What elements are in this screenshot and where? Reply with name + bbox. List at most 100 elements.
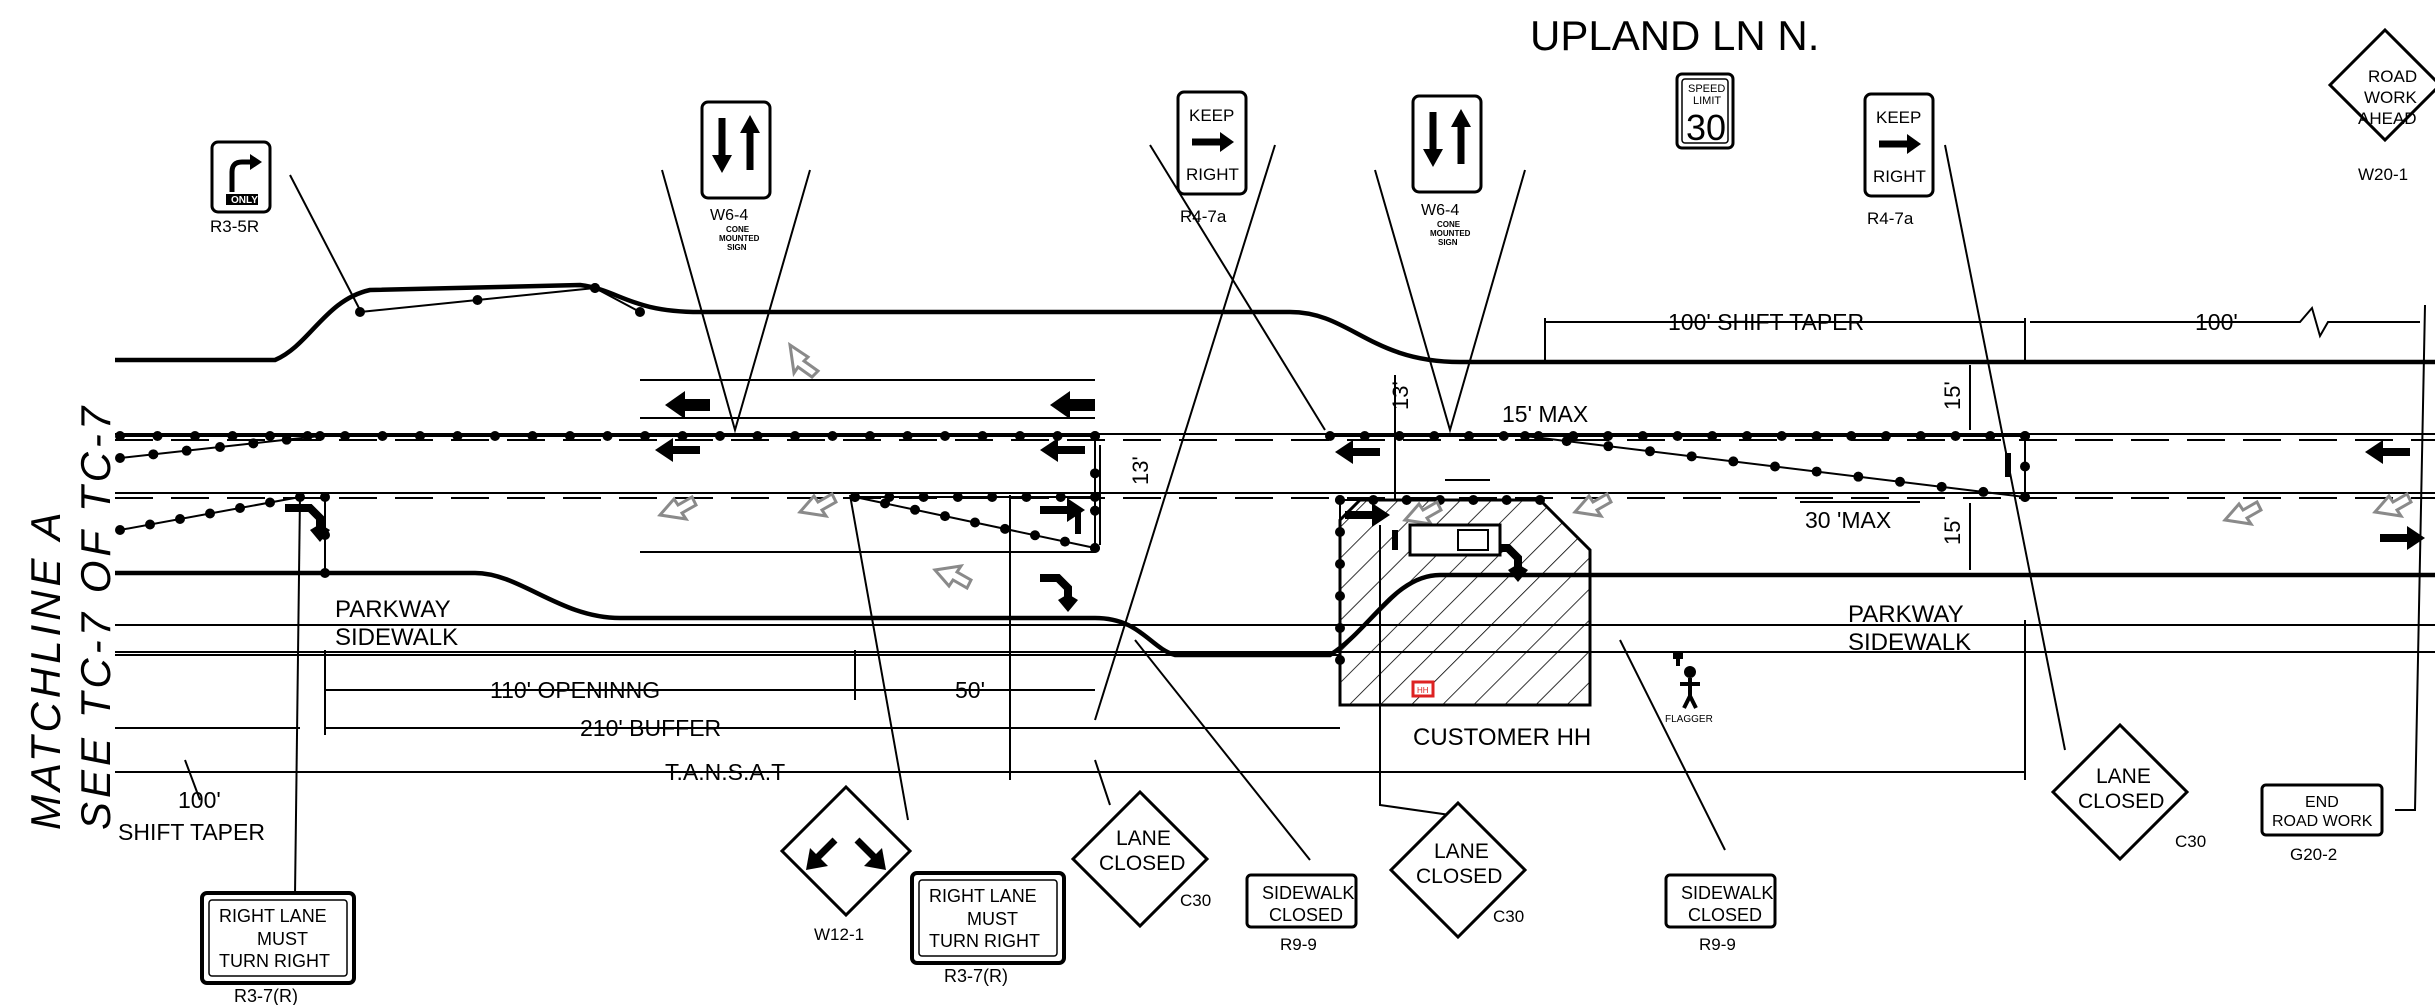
channelizer-dot bbox=[490, 431, 500, 441]
channelizer-dot bbox=[248, 438, 259, 449]
channelizer-dot bbox=[145, 519, 155, 530]
r4-7a-left-sign bbox=[1176, 90, 1248, 196]
r3-7r-right-line1: RIGHT LANE bbox=[929, 886, 1037, 906]
r4-7a-right-bottom: RIGHT bbox=[1873, 167, 1926, 186]
channelizer-dot bbox=[452, 431, 463, 441]
r9-9-b-line1: SIDEWALK bbox=[1681, 883, 1773, 903]
channelizer-dot bbox=[377, 431, 388, 441]
channelizer-dot bbox=[1394, 431, 1405, 441]
c30-a-line2: CLOSED bbox=[1099, 852, 1185, 875]
channelizer-dot bbox=[175, 514, 185, 524]
channelizer-dot bbox=[472, 295, 483, 305]
channelizer-dot bbox=[910, 504, 920, 515]
channelizer-dot bbox=[677, 431, 688, 441]
channelizer-dot bbox=[1895, 476, 1905, 487]
c30-c-line1: LANE bbox=[2096, 765, 2151, 788]
barrier-marker bbox=[1075, 510, 1081, 534]
fifty-label: 50' bbox=[955, 677, 985, 703]
r3-7r-left-line1: RIGHT LANE bbox=[219, 906, 327, 926]
c30-b-code: C30 bbox=[1493, 907, 1524, 926]
channelizer-dot bbox=[1853, 471, 1864, 482]
channelizer-dot bbox=[940, 511, 950, 522]
run-100-label: 100' bbox=[2195, 309, 2238, 335]
r3-5r-code: R3-5R bbox=[210, 217, 259, 236]
channelizer-dot bbox=[1090, 431, 1100, 441]
channelizer-dot bbox=[565, 431, 575, 441]
w6-4-left-code: W6-4 bbox=[710, 207, 748, 224]
sidewalk-left-label: SIDEWALK bbox=[335, 624, 458, 651]
channelizer-dot bbox=[1978, 486, 1989, 497]
channelizer-dot bbox=[1090, 543, 1100, 553]
channelizer-dot bbox=[1686, 451, 1697, 462]
channelizer-dot bbox=[1325, 431, 1335, 441]
g20-2-line2: ROAD WORK bbox=[2272, 813, 2373, 830]
channelizer-dot bbox=[1603, 431, 1613, 441]
c30-a-code: C30 bbox=[1180, 891, 1211, 910]
channelizer-dot bbox=[181, 445, 192, 456]
channelizer-dot bbox=[281, 434, 292, 445]
r9-9-sign-b bbox=[1664, 873, 1777, 929]
channelizer-dot bbox=[790, 431, 800, 441]
r3-7r-right-line2: MUST bbox=[967, 909, 1018, 929]
r9-9-a-code: R9-9 bbox=[1280, 935, 1317, 954]
channelizer-dot bbox=[640, 431, 650, 441]
w20-1-line3: AHEAD bbox=[2358, 109, 2417, 128]
r9-9-sign-a bbox=[1245, 873, 1358, 929]
c30-sign-b bbox=[1388, 800, 1528, 940]
channelizer-dot bbox=[152, 431, 163, 441]
channelizer-dot bbox=[1846, 431, 1857, 441]
channelizer-dot bbox=[1498, 431, 1509, 441]
channelizer-dot bbox=[1881, 431, 1891, 441]
speed-limit-mid: LIMIT bbox=[1693, 95, 1721, 107]
channelizer-dot bbox=[1401, 495, 1412, 505]
channelizer-dot bbox=[635, 307, 645, 317]
channelizer-dot bbox=[215, 442, 225, 452]
matchline-reference: SEE TC-7 OF TC-7 bbox=[72, 403, 119, 830]
speed-limit-sign bbox=[1675, 72, 1735, 150]
channelizer-dot bbox=[2020, 492, 2030, 502]
channelizer-dot bbox=[355, 307, 365, 317]
channelizer-dot bbox=[752, 431, 763, 441]
channelizer-dot bbox=[2020, 431, 2030, 441]
w12-1-code: W12-1 bbox=[814, 925, 864, 944]
channelizer-dot bbox=[590, 283, 600, 293]
barrier-marker bbox=[2005, 453, 2011, 477]
r9-9-b-line2: CLOSED bbox=[1688, 905, 1762, 925]
channelizer-dot bbox=[1335, 527, 1345, 537]
channelizer-dot bbox=[1776, 431, 1787, 441]
handhole-marker bbox=[1411, 680, 1435, 698]
w6-4-right-note: SIGN bbox=[1438, 238, 1458, 247]
tansat-label: T.A.N.S.A.T bbox=[665, 759, 785, 785]
parkway-left-label: PARKWAY bbox=[335, 596, 451, 623]
r4-7a-right-sign bbox=[1863, 92, 1935, 198]
d15-b-label: 15' bbox=[1940, 516, 1965, 545]
channelizer-dot bbox=[1637, 431, 1648, 441]
r3-5r-sign: ONLY bbox=[210, 140, 272, 214]
channelizer-dot bbox=[1468, 495, 1479, 505]
channelizer-dot bbox=[1728, 456, 1739, 467]
d13-b-label: 13' bbox=[1128, 456, 1153, 485]
pavement-arrows bbox=[285, 341, 2425, 612]
buffer-label: 210' BUFFER bbox=[580, 715, 721, 741]
r9-9-a-line1: SIDEWALK bbox=[1262, 883, 1354, 903]
channelizer-dot bbox=[1742, 431, 1752, 441]
channelizer-dot bbox=[1335, 559, 1345, 569]
channelizer-dot bbox=[884, 492, 895, 502]
channelizer-dot bbox=[865, 431, 875, 441]
channelizer-dot bbox=[320, 492, 330, 502]
channelizer-dot bbox=[1770, 461, 1780, 472]
d13-a-label: 13' bbox=[1388, 381, 1413, 410]
sidewalk-right-label: SIDEWALK bbox=[1848, 629, 1971, 656]
d15-a-label: 15' bbox=[1940, 381, 1965, 410]
r3-7r-right-code: R3-7(R) bbox=[944, 966, 1008, 986]
shift-taper-bottom-value: 100' bbox=[178, 787, 221, 813]
channelizer-dot bbox=[265, 431, 275, 441]
w6-4-right-code: W6-4 bbox=[1421, 202, 1459, 219]
w12-1-sign bbox=[779, 784, 913, 918]
work-vehicle-icon bbox=[1392, 523, 1502, 557]
c30-c-code: C30 bbox=[2175, 832, 2206, 851]
channelizer-dot bbox=[1707, 431, 1718, 441]
r4-7a-left-top: KEEP bbox=[1189, 106, 1234, 125]
channelizer-dot bbox=[1936, 481, 1947, 492]
channelizer-dot bbox=[1535, 495, 1545, 505]
